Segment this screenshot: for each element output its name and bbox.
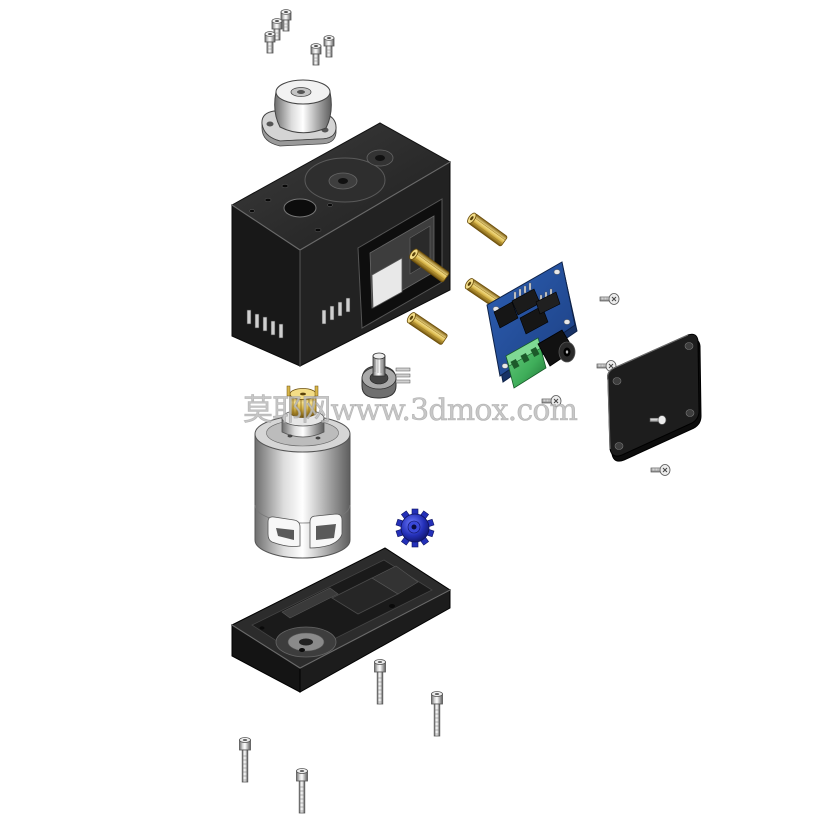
motor-pinion-gear (286, 385, 319, 418)
servo-housing (231, 122, 452, 367)
dc-barrel-jack (537, 329, 576, 367)
plate-screw (649, 415, 667, 425)
housing-vents (246, 297, 351, 339)
driver-chip (493, 301, 519, 329)
terminal-block (505, 337, 547, 389)
watermark: 莫耶网www.3dmox.com (243, 393, 578, 428)
bearing-mount (261, 79, 337, 147)
header-pins (513, 282, 553, 303)
watermark-url: www.3dmox.com (330, 393, 578, 428)
blue-gear (395, 508, 435, 548)
shaft-hole (283, 198, 317, 218)
potentiometer (361, 352, 411, 399)
driver-chip (535, 291, 561, 315)
side-cover-plate (607, 333, 702, 462)
driver-pcb (486, 261, 578, 389)
bottom-case (230, 547, 451, 693)
watermark-site-name: 莫耶网 (243, 393, 331, 428)
dc-motor (254, 385, 351, 559)
